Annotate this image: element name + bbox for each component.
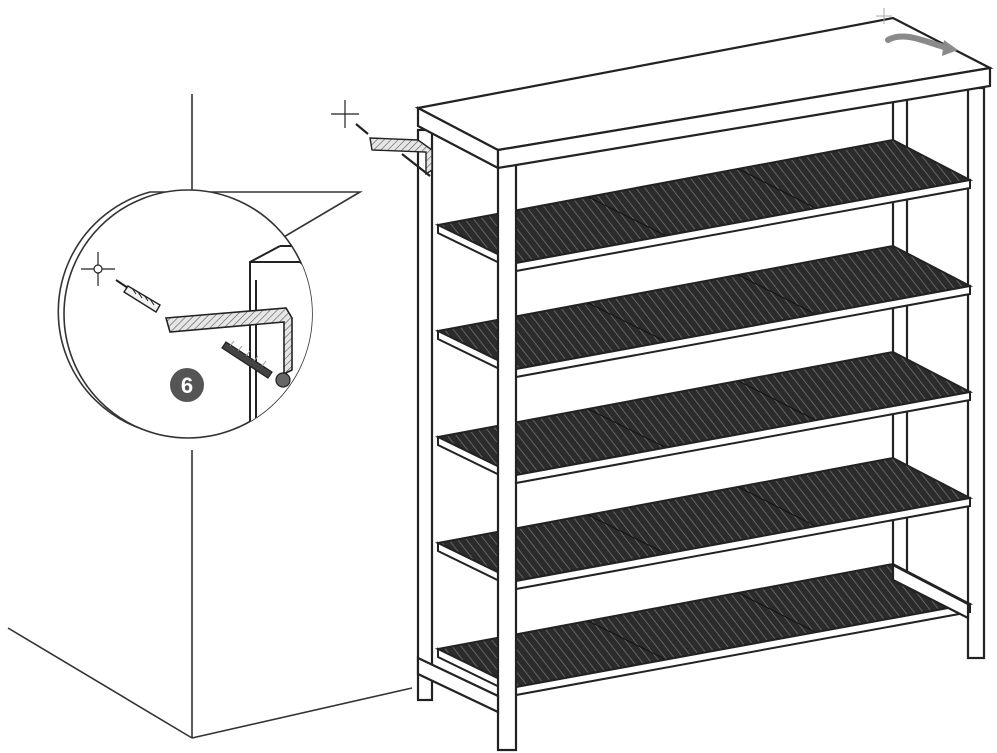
step-number: 6 (181, 373, 193, 398)
crosshair-icon (81, 252, 115, 286)
rotate-arrow-icon (876, 8, 958, 56)
shelf-unit (414, 16, 994, 752)
anti-tip-bracket-icon (164, 307, 293, 376)
mesh-shelf (434, 138, 974, 273)
mesh-shelf (434, 244, 974, 379)
wall-anchor-icon (115, 279, 161, 313)
screw-icon (221, 340, 291, 388)
top-panel (414, 16, 994, 170)
mesh-shelf (434, 562, 974, 697)
wall-anchor-icon (355, 123, 369, 135)
mesh-shelves (434, 138, 974, 697)
mesh-shelf (434, 350, 974, 485)
top-anti-tip-bracket-icon (331, 100, 433, 177)
step-badge: 6 (170, 368, 204, 402)
bottom-frame (416, 563, 970, 714)
zoom-callout: 6 (57, 189, 363, 439)
front-post (496, 163, 518, 752)
left-posts (416, 128, 434, 702)
crosshair-icon (331, 100, 359, 128)
